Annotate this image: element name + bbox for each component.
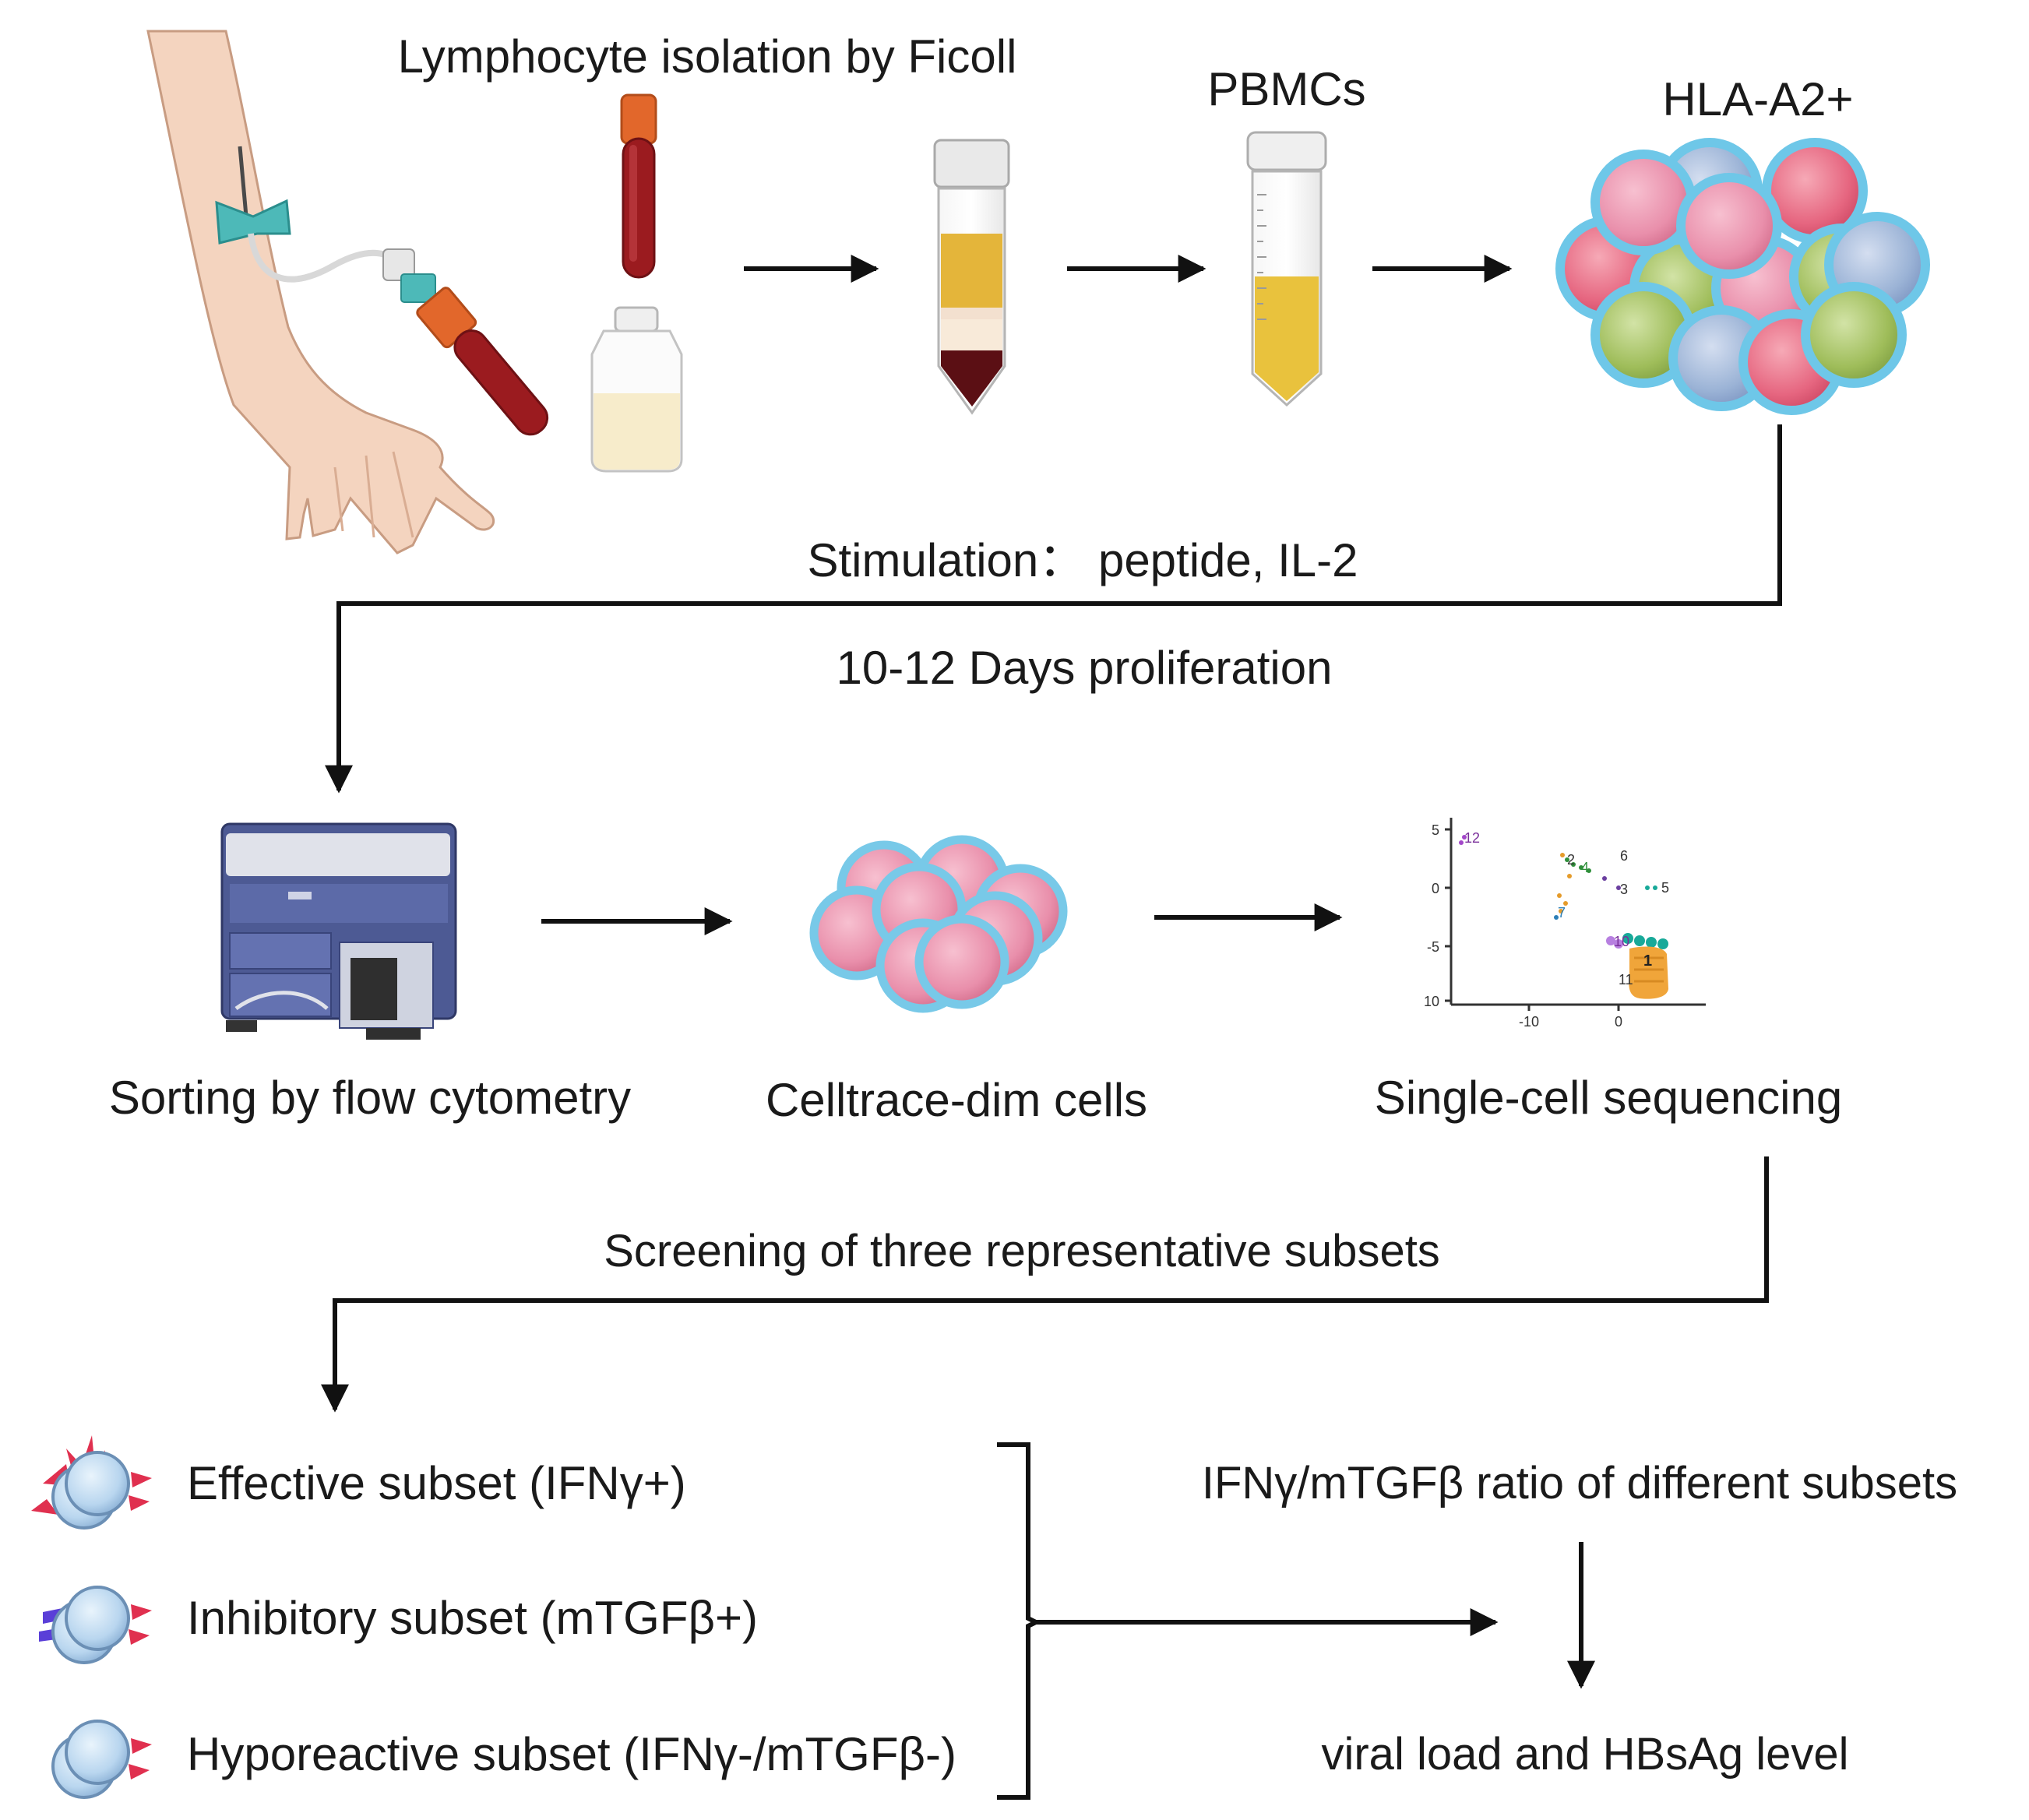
umap-x-tick: -10	[1519, 1014, 1539, 1030]
outcome-label: viral load and HBsAg level	[1321, 1729, 1849, 1780]
connector-sequencing-to-subsets	[321, 1156, 1769, 1413]
inhibitory-subset-label: Inhibitory subset (mTGFβ+)	[187, 1592, 759, 1644]
subsets-bracket	[997, 1442, 1041, 1800]
hla-a2-cell-cluster	[1555, 138, 1930, 415]
connector-hla-to-sorting	[325, 424, 1782, 794]
celltrace-cell-cluster	[809, 835, 1068, 1013]
flow-cytometer-icon	[220, 822, 457, 1040]
umap-cluster-label: 7	[1558, 905, 1566, 921]
effective-cell-icon	[31, 1435, 152, 1530]
umap-cluster-label: 12	[1464, 830, 1480, 846]
ficoll-bottle-icon	[590, 306, 683, 473]
umap-y-tick: 0	[1432, 881, 1439, 896]
umap-cluster-label: 10	[1614, 934, 1629, 949]
arm-blood-draw-illustration	[146, 30, 549, 554]
blood-tube-icon	[620, 93, 657, 279]
ficoll-label: Lymphocyte isolation by Ficoll	[397, 30, 1017, 83]
umap-cluster-label: 11	[1619, 972, 1633, 987]
umap-cluster-blob	[1629, 946, 1668, 999]
ratio-label: IFNγ/mTGFβ ratio of different subsets	[1201, 1458, 1958, 1508]
umap-y-tick: 10	[1424, 994, 1439, 1009]
umap-cluster-label: 2	[1567, 852, 1575, 868]
blood-collection-tube-icon	[416, 287, 549, 436]
umap-cluster-label: 6	[1620, 848, 1628, 864]
hyporeactive-subset-label: Hyporeactive subset (IFNγ-/mTGFβ-)	[187, 1728, 956, 1780]
stimulation-label: Stimulation： peptide, IL-2	[807, 534, 1358, 586]
proliferation-label: 10-12 Days proliferation	[836, 642, 1333, 694]
single-cell-sequencing-label: Single-cell sequencing	[1374, 1072, 1843, 1124]
centrifuged-tube-icon	[933, 139, 1010, 415]
sorting-label: Sorting by flow cytometry	[108, 1072, 632, 1124]
hla-a2-label: HLA-A2+	[1662, 73, 1854, 125]
umap-x-tick: 0	[1615, 1014, 1622, 1030]
umap-y-tick: -5	[1427, 939, 1439, 955]
inhibitory-cell-icon	[39, 1586, 152, 1664]
arm-shape	[146, 30, 495, 554]
celltrace-label: Celltrace-dim cells	[765, 1074, 1148, 1126]
hyporeactive-cell-icon	[51, 1720, 152, 1799]
tubing	[248, 233, 408, 283]
pbmcs-label: PBMCs	[1207, 63, 1366, 115]
effective-subset-label: Effective subset (IFNγ+)	[187, 1457, 686, 1509]
umap-points	[1459, 835, 1668, 949]
screening-label: Screening of three representative subset…	[604, 1226, 1440, 1276]
umap-cluster-label: 3	[1620, 882, 1628, 897]
umap-cluster-label: 1	[1643, 952, 1652, 970]
umap-cluster-label: 4	[1581, 860, 1589, 875]
umap-cluster-label: 5	[1661, 880, 1669, 896]
umap-y-tick: 5	[1432, 822, 1439, 838]
butterfly-needle-icon	[215, 199, 291, 245]
umap-plot: 5 0 -5 10 -10 0 12 2 4 6 3 5 7 10 1 11	[1424, 818, 1706, 1030]
pbmc-tube-icon	[1246, 131, 1327, 407]
